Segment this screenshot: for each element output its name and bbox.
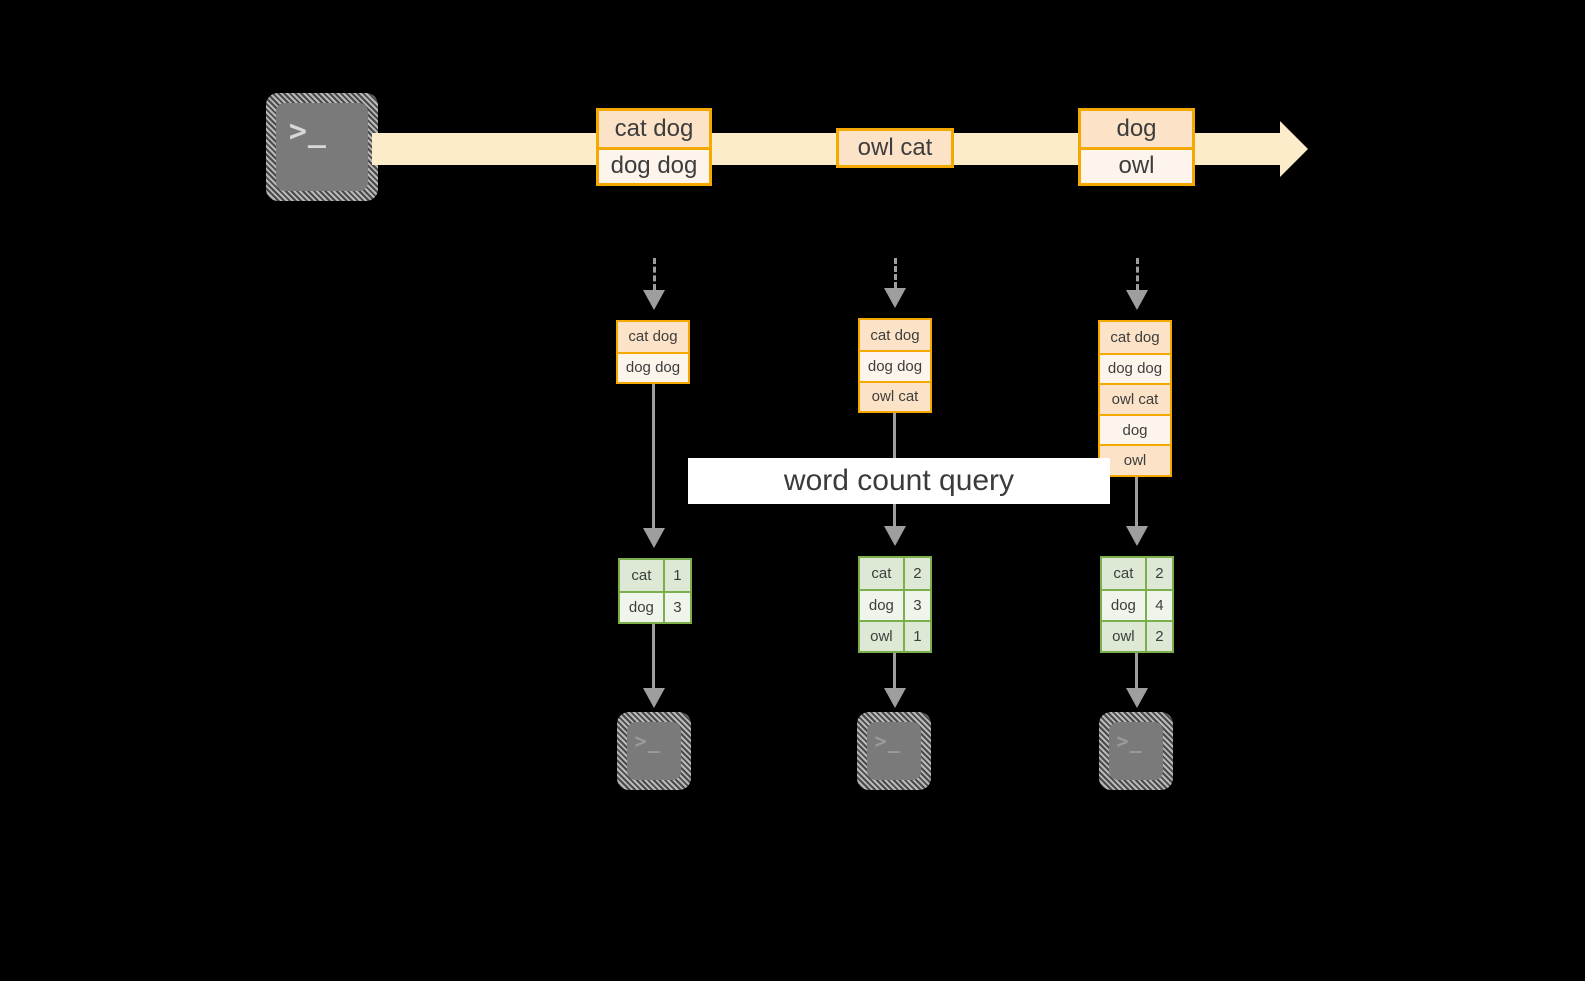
result-count: 3 — [913, 597, 922, 614]
input-line: cat dog — [1100, 322, 1170, 353]
sink-terminal-icon-t2: >_ — [857, 712, 931, 790]
stream-record-batch-3: dog owl — [1078, 108, 1195, 186]
source-terminal-icon: >_ — [266, 93, 378, 201]
input-line: dog — [1100, 413, 1170, 445]
terminal-screen: >_ — [276, 103, 368, 191]
result-word: dog — [620, 593, 665, 622]
result-to-sink-connector-t1 — [652, 624, 655, 690]
terminal-screen: >_ — [1109, 722, 1163, 780]
input-line: dog dog — [618, 351, 688, 382]
terminal-screen: >_ — [627, 722, 681, 780]
query-label-text: word count query — [783, 464, 1015, 497]
input-to-result-connector-t3 — [1135, 477, 1138, 528]
record-line: owl — [1081, 146, 1192, 183]
record-line: dog — [1081, 111, 1192, 147]
stream-record-batch-2: owl cat — [836, 128, 954, 168]
input-line: owl — [1100, 444, 1170, 476]
result-word: dog — [1102, 591, 1147, 620]
stream-arrow-head — [1280, 121, 1308, 177]
result-word: cat — [620, 560, 665, 591]
stream-to-input-arrowhead-t3 — [1126, 290, 1148, 310]
result-word: cat — [1102, 558, 1147, 589]
stream-to-input-arrowhead-t2 — [884, 288, 906, 308]
result-to-sink-arrowhead-t3 — [1126, 688, 1148, 708]
result-row: cat 1 — [620, 560, 690, 591]
result-count: 4 — [1155, 597, 1164, 614]
result-row: owl 2 — [1102, 620, 1172, 651]
input-line: owl cat — [1100, 383, 1170, 414]
input-line: cat dog — [860, 320, 930, 351]
input-line: dog dog — [1100, 352, 1170, 384]
result-count: 2 — [913, 565, 922, 582]
terminal-prompt-glyph: >_ — [874, 728, 901, 753]
result-table-t3: cat 2 dog 4 owl 2 — [1100, 556, 1174, 653]
result-row: cat 2 — [860, 558, 930, 589]
terminal-prompt-glyph: >_ — [288, 113, 327, 149]
stream-to-input-arrowhead-t1 — [643, 290, 665, 310]
result-count: 2 — [1155, 628, 1164, 645]
sink-terminal-icon-t3: >_ — [1099, 712, 1173, 790]
stream-to-input-connector-t1 — [653, 258, 656, 290]
input-to-result-arrowhead-t1 — [643, 528, 665, 548]
terminal-screen: >_ — [867, 722, 921, 780]
terminal-prompt-glyph: >_ — [1116, 728, 1143, 753]
stream-to-input-connector-t3 — [1136, 258, 1139, 290]
input-line: owl cat — [860, 380, 930, 411]
result-table-t2: cat 2 dog 3 owl 1 — [858, 556, 932, 653]
input-to-result-connector-t1 — [652, 384, 655, 530]
input-table-t2: cat dog dog dog owl cat — [858, 318, 932, 413]
query-label-band: word count query — [688, 458, 1110, 504]
result-row: dog 3 — [620, 591, 690, 622]
result-to-sink-arrowhead-t1 — [643, 688, 665, 708]
result-word: cat — [860, 558, 905, 589]
input-line: dog dog — [860, 350, 930, 381]
record-line: dog dog — [599, 146, 709, 183]
record-line: owl cat — [839, 131, 951, 165]
input-table-t1: cat dog dog dog — [616, 320, 690, 384]
result-row: dog 3 — [860, 589, 930, 620]
input-to-result-arrowhead-t3 — [1126, 526, 1148, 546]
result-word: owl — [1102, 622, 1147, 651]
result-table-t1: cat 1 dog 3 — [618, 558, 692, 624]
result-to-sink-arrowhead-t2 — [884, 688, 906, 708]
result-to-sink-connector-t3 — [1135, 653, 1138, 690]
input-line: cat dog — [618, 322, 688, 352]
result-word: owl — [860, 622, 905, 651]
input-table-t3: cat dog dog dog owl cat dog owl — [1098, 320, 1172, 477]
result-row: dog 4 — [1102, 589, 1172, 620]
result-count: 2 — [1155, 565, 1164, 582]
sink-terminal-icon-t1: >_ — [617, 712, 691, 790]
result-row: cat 2 — [1102, 558, 1172, 589]
stream-record-batch-1: cat dog dog dog — [596, 108, 712, 186]
stream-to-input-connector-t2 — [894, 258, 897, 288]
result-row: owl 1 — [860, 620, 930, 651]
record-line: cat dog — [599, 111, 709, 147]
result-word: dog — [860, 591, 905, 620]
terminal-prompt-glyph: >_ — [634, 728, 661, 753]
result-count: 3 — [673, 599, 682, 616]
result-count: 1 — [913, 628, 922, 645]
input-to-result-arrowhead-t2 — [884, 526, 906, 546]
result-to-sink-connector-t2 — [893, 653, 896, 690]
result-count: 1 — [673, 567, 682, 584]
